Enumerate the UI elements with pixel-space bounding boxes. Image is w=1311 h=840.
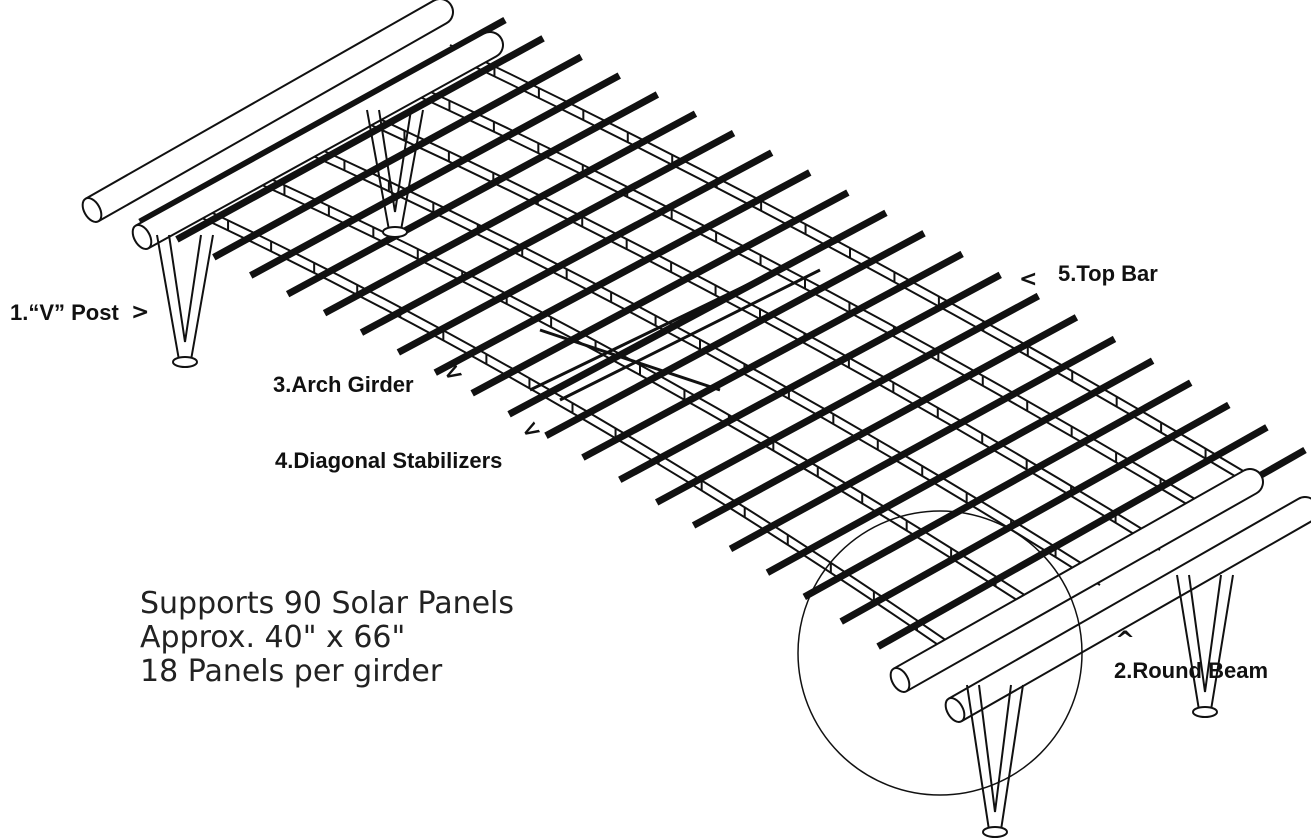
top-bar [691, 314, 1079, 529]
detail-circle [797, 510, 1083, 796]
v-post-inner [168, 234, 202, 343]
top-bar [249, 72, 621, 279]
round-beam-cap [944, 697, 966, 723]
round-beam [948, 496, 1311, 723]
top-bar [285, 91, 660, 298]
top-bar [359, 129, 736, 336]
top-bar [396, 149, 774, 356]
top-bars [138, 16, 1307, 676]
top-bar [138, 16, 507, 226]
note-panel-count: Supports 90 Solar Panels [140, 586, 515, 621]
top-bar [544, 230, 926, 439]
label-v-post: 1.“V” Post [10, 300, 119, 325]
top-bar [507, 209, 888, 418]
round-beam-cap [81, 197, 103, 223]
top-bar [839, 401, 1231, 625]
v-post-foot [382, 226, 408, 238]
v-post-foot [1192, 706, 1218, 718]
round-beam-cap [889, 667, 911, 693]
top-bar [581, 250, 964, 461]
top-bar [433, 169, 812, 376]
girder-chord [239, 174, 1041, 616]
note-panel-size: Approx. 40" x 66" [140, 620, 406, 655]
round-beam [135, 31, 504, 250]
v-post-inner [1188, 574, 1222, 693]
v-post-arrow: > [131, 300, 150, 325]
v-post-foot [982, 826, 1008, 838]
v-post-foot [172, 356, 198, 368]
top-bar [765, 357, 1155, 576]
top-bar [470, 189, 850, 397]
round-beam-arrow: ^ [1115, 626, 1136, 654]
girder-chord [404, 89, 1206, 516]
diagonal-brace [559, 268, 821, 402]
label-diagonal-stabilizers: 4.Diagonal Stabilizers [275, 448, 503, 473]
v-post-inner [978, 684, 1012, 813]
top-bar [802, 379, 1193, 600]
round-beam-cap [131, 224, 153, 250]
top-bar [876, 424, 1269, 650]
top-bar [728, 335, 1117, 552]
v-post-inner [378, 109, 412, 213]
label-round-beam: 2.Round Beam [1114, 658, 1269, 683]
v-posts [156, 109, 1234, 838]
round-beam [85, 0, 454, 223]
top-bar [322, 110, 698, 317]
top-bar [212, 53, 583, 261]
label-top-bar: 5.Top Bar [1058, 261, 1158, 286]
round-beam [893, 468, 1264, 693]
note-panels-per-girder: 18 Panels per girder [140, 654, 443, 689]
top-bar [175, 35, 545, 243]
round-beams [81, 0, 1311, 723]
top-bar [655, 292, 1040, 506]
top-bar [618, 271, 1002, 483]
top-bar-arrow: < [1019, 267, 1038, 292]
label-arch-girder: 3.Arch Girder [273, 372, 414, 397]
